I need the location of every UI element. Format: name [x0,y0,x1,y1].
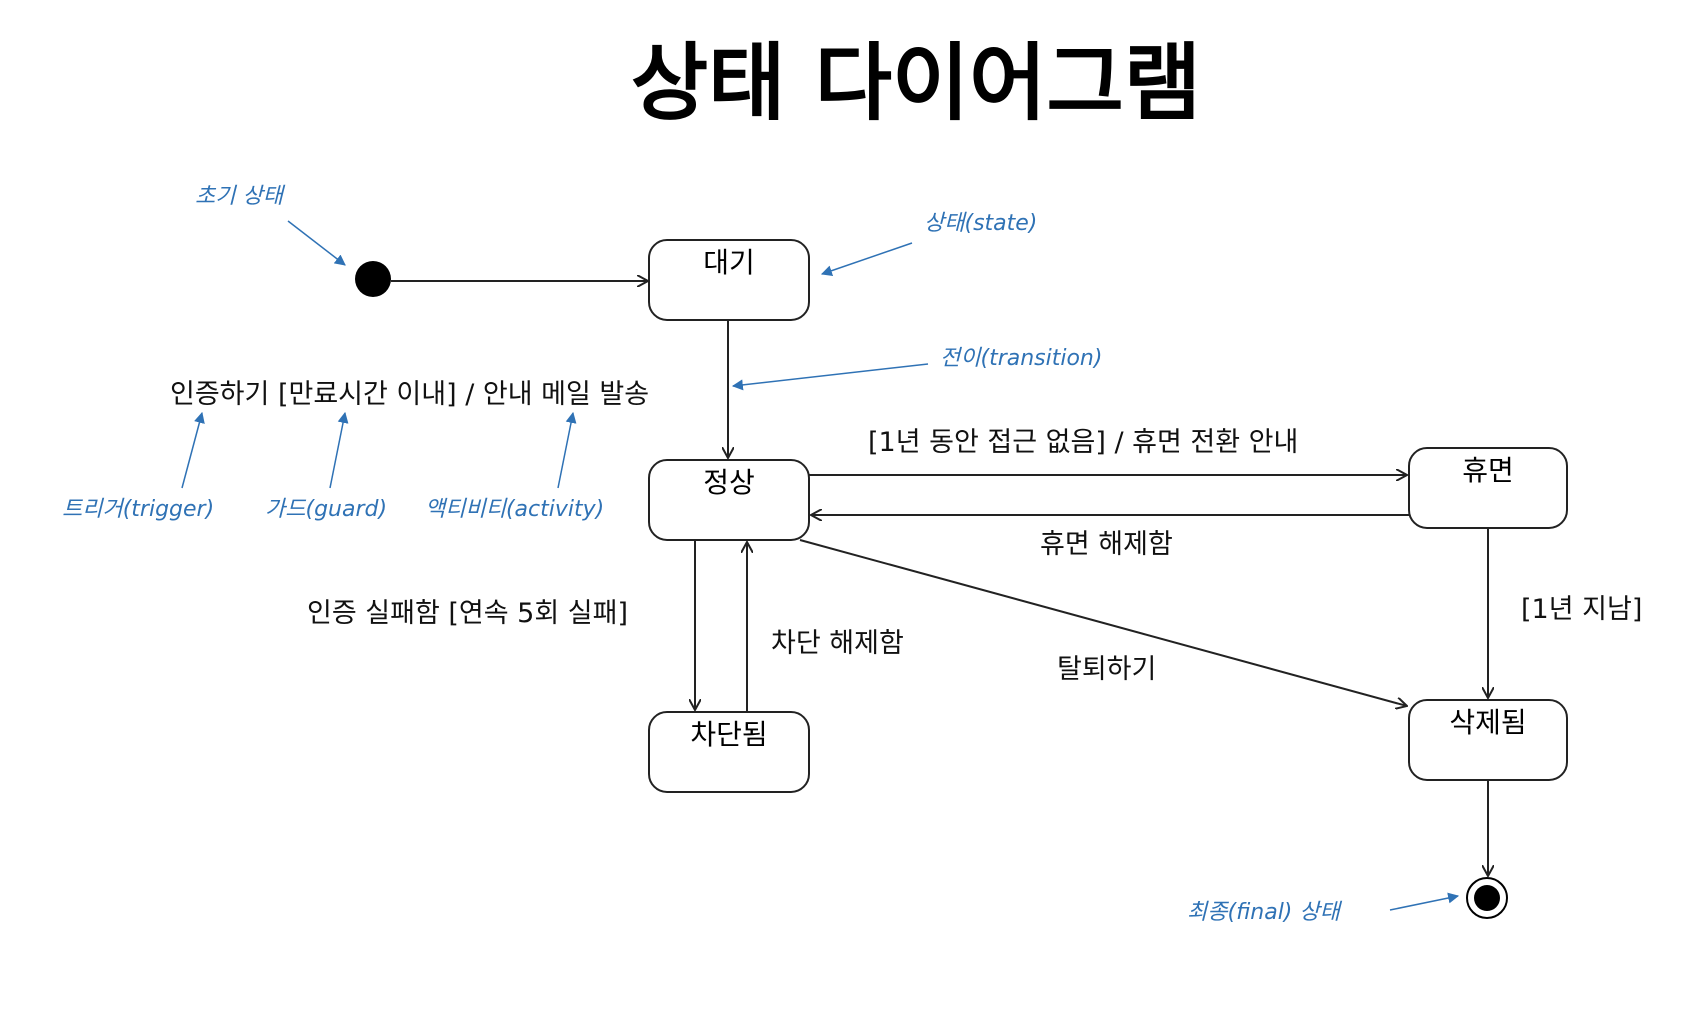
state-normal: 정상 [648,459,810,541]
state-deleted: 삭제됨 [1408,699,1568,781]
edge-normal-to-deleted [799,539,1407,706]
annotation-activity: 액티비티(activity) [425,497,604,522]
annotation-guard: 가드(guard) [265,497,387,522]
annotation-arrow-transition [731,363,929,391]
initial-state-node [355,261,391,297]
state-waiting: 대기 [648,239,810,321]
annotation-arrow-guard [329,411,349,489]
annotation-arrow-activity [557,411,577,489]
transition-label-withdraw: 탈퇴하기 [1057,654,1156,685]
annotation-initial-state: 초기 상태 [195,184,286,209]
annotation-final-state: 최종(final) 상태 [1187,900,1343,925]
page-title: 상태 다이어그램 [631,34,1201,132]
transition-label-authenticate: 인증하기 [만료시간 이내] / 안내 메일 발송 [170,379,649,410]
transition-label-one-year-passed: [1년 지남] [1521,594,1642,625]
state-blocked-label: 차단됨 [690,718,767,751]
annotation-state: 상태(state) [924,211,1037,236]
state-normal-label: 정상 [703,466,755,499]
transition-label-unblock: 차단 해제함 [771,628,904,659]
state-blocked: 차단됨 [648,711,810,793]
state-dormant: 휴면 [1408,447,1568,529]
transition-label-to-dormant: [1년 동안 접근 없음] / 휴면 전환 안내 [868,427,1298,458]
state-deleted-label: 삭제됨 [1449,706,1526,739]
final-state-node [1466,877,1508,919]
state-waiting-label: 대기 [703,246,755,279]
annotation-arrow-final-state [1389,892,1460,911]
transition-label-release-dormant: 휴면 해제함 [1040,529,1173,560]
transition-label-auth-failed: 인증 실패함 [연속 5회 실패] [307,598,628,629]
annotation-arrow-initial-state [287,220,346,266]
annotation-trigger: 트리거(trigger) [62,497,214,522]
annotation-transition: 전이(transition) [940,346,1102,371]
state-dormant-label: 휴면 [1462,454,1514,487]
annotation-arrow-trigger [181,411,205,489]
annotation-arrow-state [820,242,913,276]
